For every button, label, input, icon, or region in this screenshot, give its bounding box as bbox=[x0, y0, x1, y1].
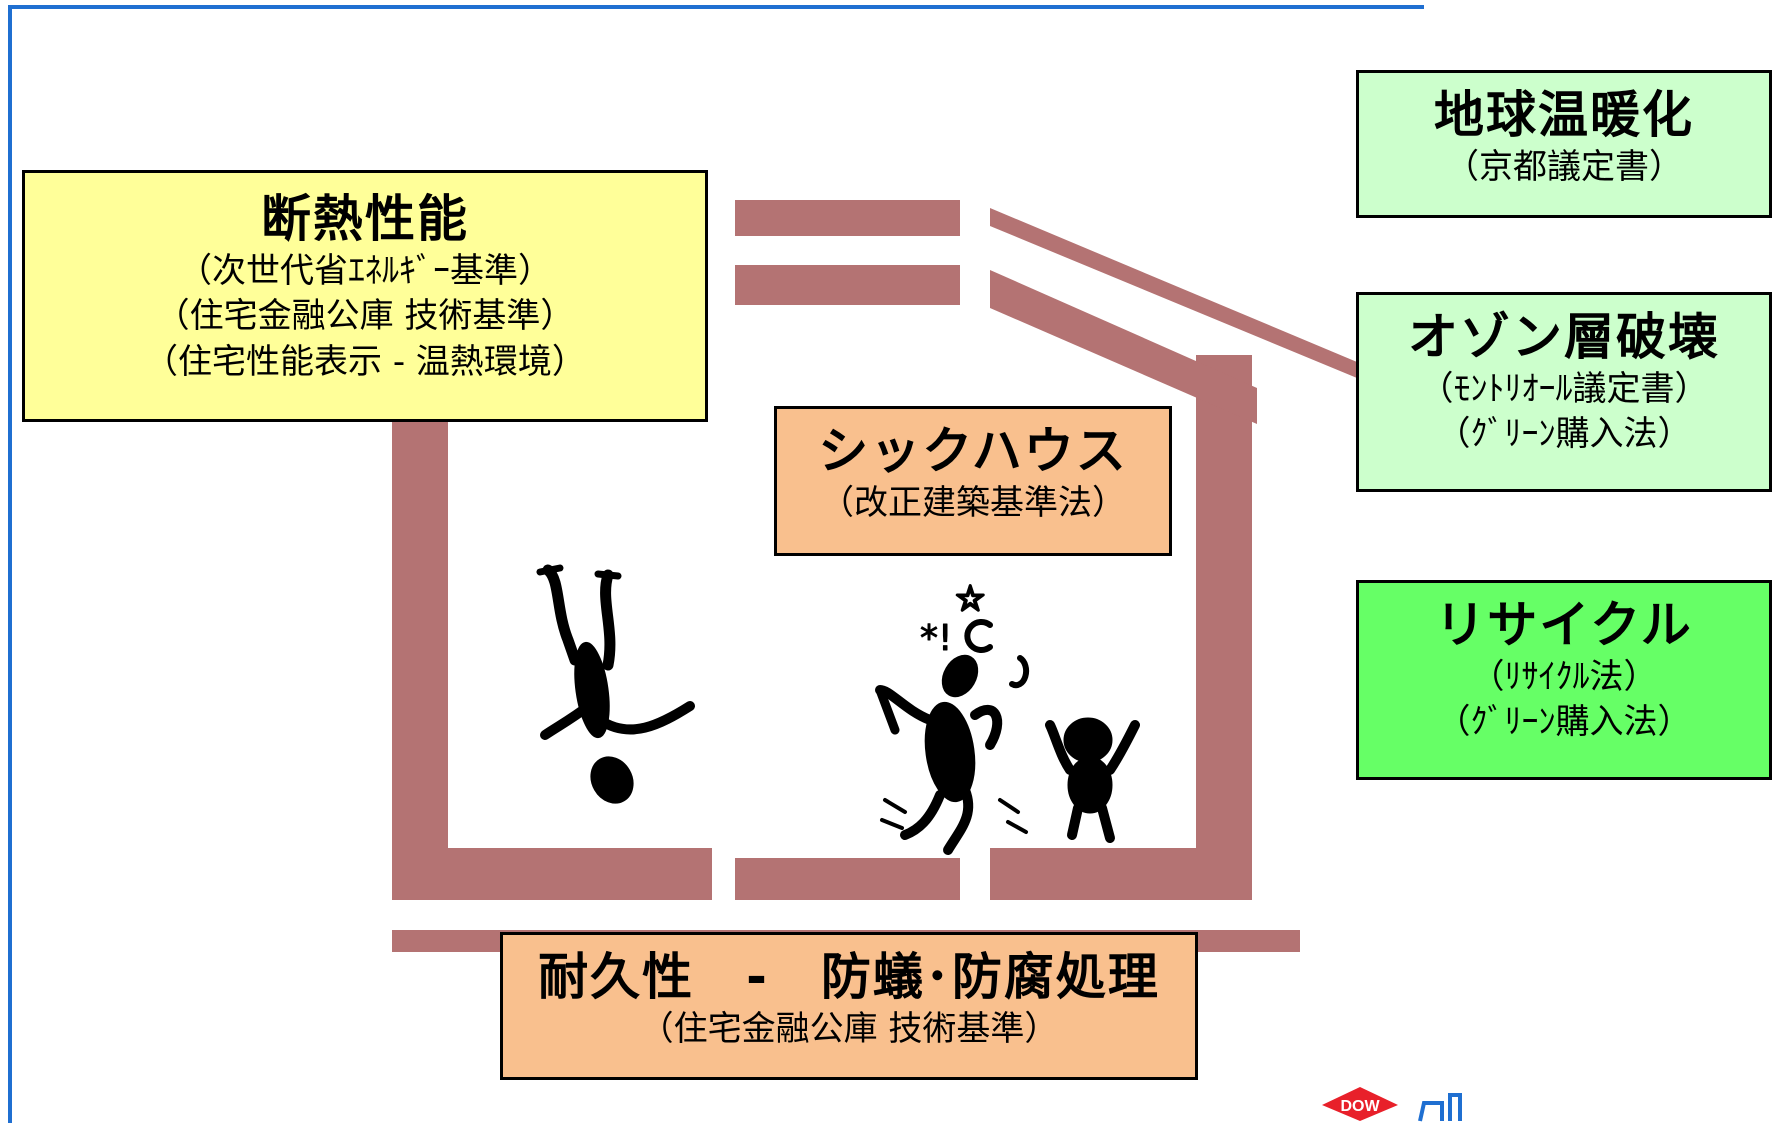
sickhouse-title: シックハウス bbox=[818, 422, 1128, 480]
child-jumping-icon bbox=[1045, 717, 1140, 843]
insulation-line: （住宅性能表示 - 温熱環境） bbox=[144, 342, 586, 383]
insulation-line: （次世代省ｴﾈﾙｷﾞｰ基準） bbox=[178, 250, 552, 291]
falling-person-icon bbox=[536, 564, 695, 804]
insulation-line: （住宅金融公庫 技術基準） bbox=[155, 296, 575, 337]
dow-logo-text: DOW bbox=[1340, 1098, 1380, 1115]
recycle-box: リサイクル （ﾘｻｲｸﾙ法） （ｸﾞﾘｰﾝ購入法） bbox=[1356, 580, 1772, 780]
ozone-line: （ｸﾞﾘｰﾝ購入法） bbox=[1436, 414, 1692, 455]
global-warming-line: （京都議定書） bbox=[1445, 146, 1683, 187]
recycle-line: （ﾘｻｲｸﾙ法） bbox=[1470, 656, 1658, 697]
frame-left-line bbox=[8, 5, 12, 1123]
recycle-line: （ｸﾞﾘｰﾝ購入法） bbox=[1436, 702, 1692, 743]
sickhouse-box: シックハウス （改正建築基準法） bbox=[774, 406, 1172, 556]
frame-top-line bbox=[8, 5, 1424, 9]
sickhouse-line: （改正建築基準法） bbox=[820, 482, 1126, 523]
insulation-title: 断熱性能 bbox=[261, 190, 469, 248]
insulation-performance-box: 断熱性能 （次世代省ｴﾈﾙｷﾞｰ基準） （住宅金融公庫 技術基準） （住宅性能表… bbox=[22, 170, 708, 422]
dow-logo: DOW bbox=[1322, 1087, 1462, 1122]
svg-text:*!: *! bbox=[920, 618, 952, 659]
durability-title: 耐久性 - 防蟻･防腐処理 bbox=[538, 948, 1160, 1006]
svg-text:☆: ☆ bbox=[955, 579, 985, 619]
global-warming-title: 地球温暖化 bbox=[1434, 86, 1694, 144]
durability-box: 耐久性 - 防蟻･防腐処理 （住宅金融公庫 技術基準） bbox=[500, 932, 1198, 1080]
global-warming-box: 地球温暖化 （京都議定書） bbox=[1356, 70, 1772, 218]
ozone-depletion-box: オゾン層破壊 （ﾓﾝﾄﾘｵｰﾙ議定書） （ｸﾞﾘｰﾝ購入法） bbox=[1356, 292, 1772, 492]
ozone-line: （ﾓﾝﾄﾘｵｰﾙ議定書） bbox=[1419, 368, 1709, 409]
ozone-title: オゾン層破壊 bbox=[1408, 308, 1720, 366]
dizzy-person-icon: *! ☆ bbox=[875, 578, 1030, 855]
recycle-title: リサイクル bbox=[1435, 596, 1693, 654]
durability-line: （住宅金融公庫 技術基準） bbox=[639, 1008, 1059, 1049]
